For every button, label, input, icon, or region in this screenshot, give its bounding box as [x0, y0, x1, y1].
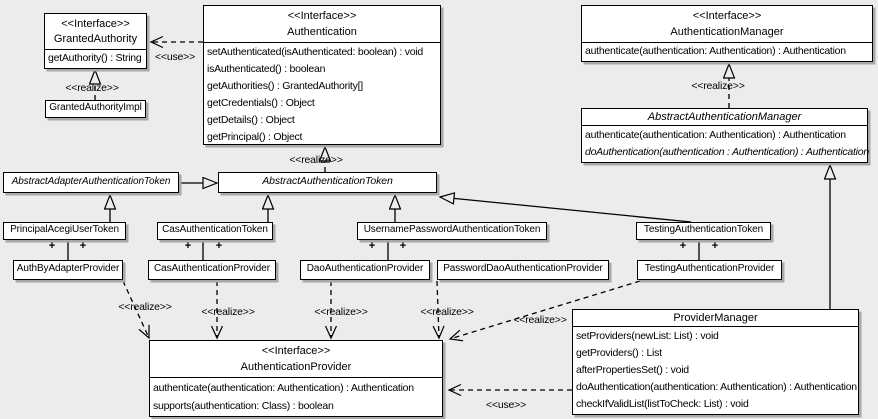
class-name: AbstractAdapterAuthenticationToken: [11, 176, 171, 187]
multiplicity-plus: +: [711, 240, 719, 252]
method: supports(authentication: Class) : boolea…: [153, 400, 334, 412]
class-name: GrantedAuthority: [53, 33, 138, 45]
method: doAuthentication(authentication : Authen…: [585, 146, 869, 158]
class-box-cas-authentication-token: CasAuthenticationToken: [157, 222, 273, 240]
class-name: AuthByAdapterProvider: [16, 263, 120, 274]
method: authenticate(authentication: Authenticat…: [153, 382, 414, 394]
class-box-abstract-authentication-token: AbstractAuthenticationToken: [218, 172, 437, 193]
method: doAuthentication(authentication: Authent…: [576, 381, 857, 393]
method: getCredentials() : Object: [207, 97, 315, 109]
class-box-provider-manager: ProviderManager setProviders(newList: Li…: [572, 309, 859, 415]
class-name: PasswordDaoAuthenticationProvider: [443, 263, 603, 274]
multiplicity-plus: +: [48, 240, 56, 252]
class-name: AbstractAuthenticationManager: [647, 110, 802, 123]
class-box-principal-acegi-user-token: PrincipalAcegiUserToken: [3, 222, 126, 240]
method: afterPropertiesSet() : void: [576, 364, 689, 376]
class-box-granted-authority: <<Interface>> GrantedAuthority getAuthor…: [44, 13, 147, 69]
class-box-cas-authentication-provider: CasAuthenticationProvider: [148, 260, 276, 280]
multiplicity-plus: +: [215, 240, 223, 252]
class-box-authentication: <<Interface>> Authentication setAuthenti…: [203, 5, 441, 145]
stereotype-label: <<Interface>>: [61, 18, 130, 30]
class-box-password-dao-authentication-provider: PasswordDaoAuthenticationProvider: [437, 260, 609, 280]
edge-label-realize: <<realize>>: [289, 154, 343, 166]
method: setProviders(newList: List) : void: [576, 330, 719, 342]
class-name: AuthenticationManager: [670, 26, 784, 38]
method: setAuthenticated(isAuthenticated: boolea…: [207, 46, 423, 58]
method: getAuthority() : String: [48, 52, 142, 64]
edge-label-realize: <<realize>>: [201, 306, 255, 318]
multiplicity-plus: +: [679, 240, 687, 252]
stereotype-label: <<Interface>>: [692, 10, 762, 22]
stereotype-label: <<Interface>>: [261, 345, 331, 357]
edge-label-realize: <<realize>>: [691, 80, 745, 92]
method: authenticate(authentication: Authenticat…: [585, 129, 846, 141]
class-name: AbstractAuthenticationToken: [262, 175, 393, 187]
class-name: GrantedAuthorityImpl: [49, 102, 142, 113]
class-box-username-password-authentication-token: UsernamePasswordAuthenticationToken: [357, 222, 547, 240]
class-box-abstract-adapter-authentication-token: AbstractAdapterAuthenticationToken: [3, 172, 179, 193]
method: getPrincipal() : Object: [207, 131, 303, 143]
class-name: PrincipalAcegiUserToken: [10, 224, 119, 235]
edge-label-realize: <<realize>>: [65, 82, 119, 94]
multiplicity-plus: +: [79, 240, 87, 252]
class-box-dao-authentication-provider: DaoAuthenticationProvider: [300, 260, 430, 280]
class-box-testing-authentication-provider: TestingAuthenticationProvider: [637, 260, 782, 280]
method: getProviders() : List: [576, 347, 662, 359]
method: isAuthenticated() : boolean: [207, 63, 326, 75]
class-box-auth-by-adapter-provider: AuthByAdapterProvider: [13, 260, 123, 280]
class-name: UsernamePasswordAuthenticationToken: [363, 224, 541, 235]
method: getDetails() : Object: [207, 114, 295, 126]
stereotype-label: <<Interface>>: [287, 10, 357, 22]
edge-label-use: <<use>>: [485, 399, 527, 411]
class-name: DaoAuthenticationProvider: [306, 263, 424, 274]
class-box-testing-authentication-token: TestingAuthenticationToken: [636, 222, 771, 240]
class-name: CasAuthenticationToken: [162, 224, 268, 235]
method: checkIfValidList(listToCheck: List) : vo…: [576, 398, 749, 410]
edge-label-realize: <<realize>>: [314, 306, 368, 318]
generalization-edge-testing-token: [440, 197, 692, 223]
method: authenticate(authentication: Authenticat…: [585, 45, 846, 57]
multiplicity-plus: +: [184, 240, 192, 252]
class-box-granted-authority-impl: GrantedAuthorityImpl: [45, 100, 146, 118]
class-name: CasAuthenticationProvider: [154, 263, 270, 274]
edge-label-realize: <<realize>>: [513, 314, 567, 326]
realize-edge-passworddaoprovider: [437, 280, 439, 338]
class-name: TestingAuthenticationToken: [643, 224, 764, 235]
edge-label-use: <<use>>: [154, 51, 196, 63]
class-name: Authentication: [287, 26, 357, 38]
class-name: ProviderManager: [673, 311, 758, 324]
class-box-authentication-manager: <<Interface>> AuthenticationManager auth…: [581, 5, 873, 62]
class-name: TestingAuthenticationProvider: [644, 263, 775, 274]
class-box-abstract-authentication-manager: AbstractAuthenticationManager authentica…: [581, 108, 869, 163]
edge-label-realize: <<realize>>: [118, 301, 172, 313]
class-box-authentication-provider: <<Interface>> AuthenticationProvider aut…: [149, 340, 443, 417]
multiplicity-plus: +: [368, 240, 376, 252]
realize-edge-authbyadapterprovider: [122, 280, 149, 338]
edge-label-realize: <<realize>>: [420, 306, 474, 318]
method: getAuthorities() : GrantedAuthority[]: [207, 80, 363, 92]
class-name: AuthenticationProvider: [240, 361, 352, 373]
realize-edge-testingprovider: [450, 280, 641, 339]
multiplicity-plus: +: [399, 240, 407, 252]
